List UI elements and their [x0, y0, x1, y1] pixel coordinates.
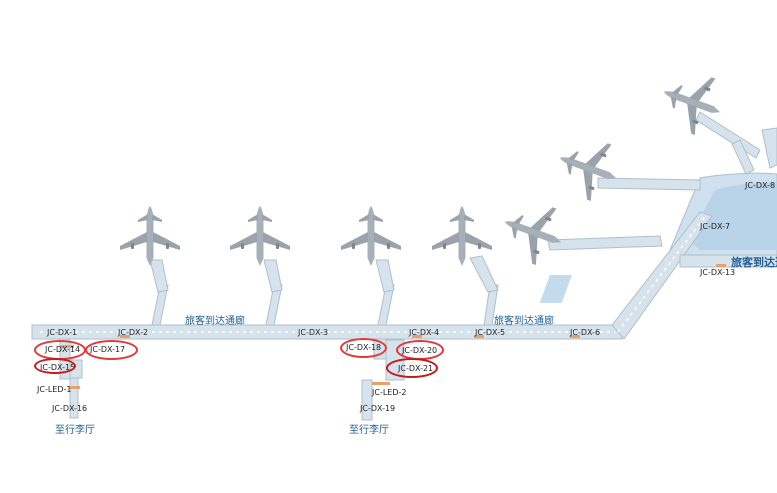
highlight-dx18 [340, 338, 387, 358]
highlight-dx21 [386, 358, 438, 378]
corridor-label-left: 旅客到达通廊 [185, 316, 245, 327]
sensor-label-dx5: JC-DX-5 [475, 328, 506, 337]
gate-bridge-7 [695, 111, 761, 159]
gate-bridge-1 [149, 259, 169, 326]
gate-bridge-5 [547, 235, 663, 251]
sensor-label-dx1: JC-DX-1 [47, 328, 78, 337]
aircraft-6 [549, 129, 627, 207]
highlight-dx15 [34, 358, 76, 374]
sensor-label-dx2: JC-DX-2 [118, 328, 149, 337]
gate-bridge-6 [597, 177, 701, 191]
terminal-apron [539, 275, 572, 303]
sensor-label-dx7: JC-DX-7 [700, 222, 731, 231]
sensor-label-dx16: JC-DX-16 [52, 404, 88, 413]
highlight-dx17 [85, 340, 138, 360]
sensor-label-dx4: JC-DX-4 [409, 328, 440, 337]
terminal-inner [688, 182, 777, 250]
sensor-label-dx6: JC-DX-6 [570, 328, 601, 337]
baggage-label-left: 至行李厅 [55, 425, 95, 436]
sensor-label-dx3: JC-DX-3 [298, 328, 329, 337]
corridor-label-right: 旅客到达通廊 [494, 316, 554, 327]
aircraft-1 [120, 206, 180, 266]
baggage-label-middle: 至行李厅 [349, 425, 389, 436]
highlight-dx20 [396, 340, 444, 360]
sensor-label-dx13: JC-DX-13 [700, 268, 736, 277]
gate-bridge-8 [731, 139, 755, 175]
terminal-connector [611, 211, 713, 340]
gate-bridge-2 [263, 259, 283, 326]
sensor-label-dx19: JC-DX-19 [360, 404, 396, 413]
sensor-label-dx8: JC-DX-8 [745, 181, 776, 190]
aircraft-3 [341, 206, 401, 266]
sensor-label-led1: JC-LED-1 [37, 385, 72, 394]
sensor-label-led2: JC-LED-2 [372, 388, 407, 397]
gate-bridge-3 [375, 259, 395, 326]
gate-bridge-4 [469, 255, 499, 326]
corridor-label-terminal: 旅客到达通廊 [731, 256, 777, 269]
aircraft-2 [230, 206, 290, 266]
highlight-dx14 [34, 340, 86, 360]
aircraft-5 [494, 193, 572, 271]
